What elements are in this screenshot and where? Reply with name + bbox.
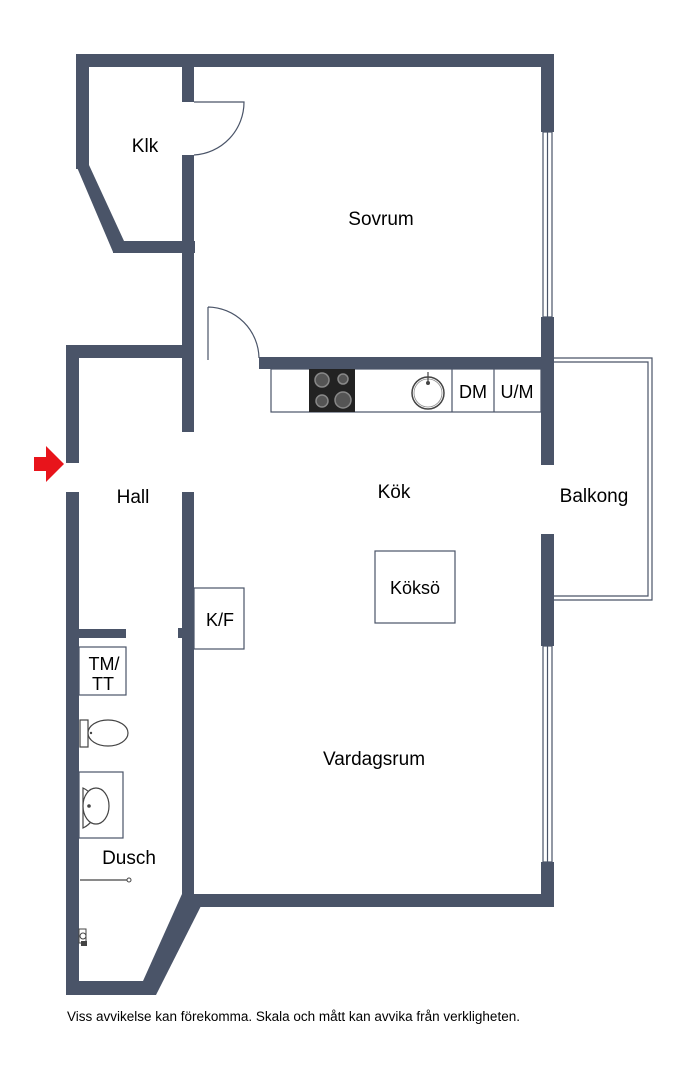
sink-icon: [411, 372, 445, 410]
disclaimer-text: Viss avvikelse kan förekomma. Skala och …: [67, 1009, 520, 1024]
label-dm: DM: [459, 382, 487, 402]
label-kf: K/F: [206, 610, 234, 630]
label-klk: Klk: [132, 136, 159, 157]
fridge-freezer: [193, 587, 245, 650]
shower-rod: [80, 877, 132, 883]
balcony-outline: [554, 357, 653, 601]
label-vardagsrum: Vardagsrum: [323, 749, 425, 770]
windows: [542, 131, 553, 863]
doors: [193, 101, 260, 360]
label-tm: TM/: [89, 654, 120, 674]
red-arrow-icon: [34, 446, 64, 482]
walls: [66, 54, 554, 995]
label-sovrum: Sovrum: [348, 209, 413, 230]
label-um: U/M: [501, 382, 534, 402]
washbasin-icon: [78, 771, 124, 839]
kitchen-counter: [270, 368, 542, 413]
label-koksö: Köksö: [390, 578, 440, 598]
toilet-icon: [79, 719, 129, 748]
label-tt: TT: [92, 674, 114, 694]
floor-plan: Klk Sovrum Hall Kök Balkong Vardagsrum D…: [34, 54, 653, 995]
washer-dryer: [78, 646, 127, 696]
shower-head-icon: [78, 928, 87, 946]
stove-icon: [309, 369, 355, 412]
door-klk: [193, 101, 245, 156]
label-dusch: Dusch: [102, 848, 156, 869]
label-hall: Hall: [117, 487, 150, 508]
kitchen-island: [374, 550, 456, 624]
door-sovrum: [207, 306, 260, 360]
label-kok: Kök: [378, 482, 411, 503]
label-balkong: Balkong: [560, 486, 629, 507]
